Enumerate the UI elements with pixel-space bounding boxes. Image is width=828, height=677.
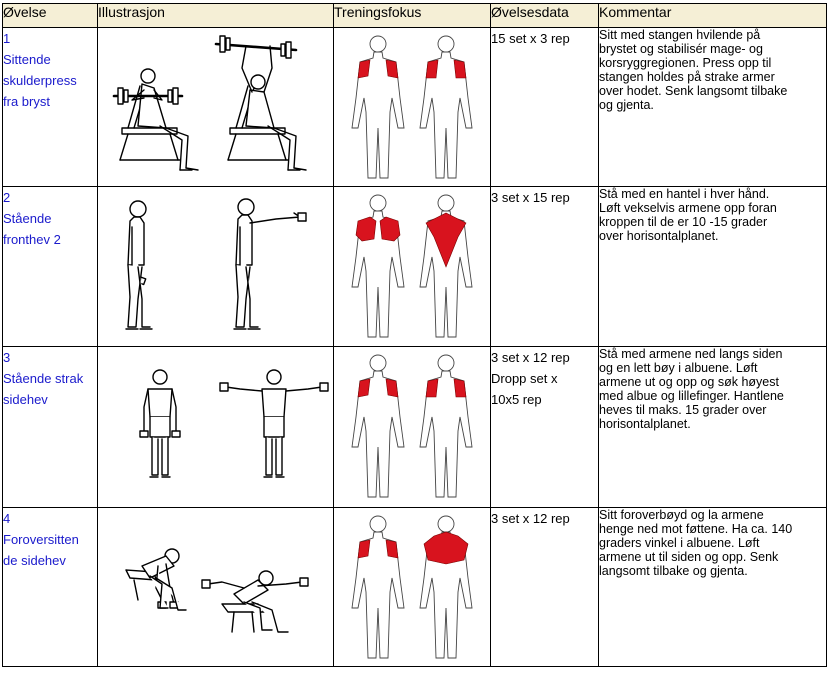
exercise-name-cell: 1 Sittende skulderpress fra bryst xyxy=(2,27,98,187)
comment-cell: Stå med armene ned langs siden og en let… xyxy=(598,346,827,508)
comment-line: korsryggregionen. Press opp til xyxy=(599,56,772,70)
muscle-diagram-front-back xyxy=(351,194,473,338)
exercise-number: 4 xyxy=(3,511,11,526)
comment-line: og en lett bøy i albuene. Løft xyxy=(599,361,758,375)
comment-line: horisontalplanet. xyxy=(599,417,691,431)
exercise-data-cell: 3 set x 15 rep xyxy=(490,186,599,347)
muscle-diagram-front-back xyxy=(351,354,473,498)
comment-line: henge ned mot føttene. Ha ca. 140 xyxy=(599,522,793,536)
exercise-data-line: 10x5 rep xyxy=(491,392,542,407)
exercise-name-cell: 3 Stående strak sidehev xyxy=(2,346,98,508)
header-illustration: Illustrasjon xyxy=(97,3,334,28)
exercise-name-line: sidehev xyxy=(3,392,48,407)
exercise-name-cell: 2 Stående fronthev 2 xyxy=(2,186,98,347)
muscle-focus-cell xyxy=(333,27,491,187)
exercise-data-cell: 15 set x 3 rep xyxy=(490,27,599,187)
illustration-cell xyxy=(97,27,334,187)
illustration-cell xyxy=(97,346,334,508)
table-row: 1 Sittende skulderpress fra bryst xyxy=(2,27,827,187)
comment-line: Stå med armene ned langs siden xyxy=(599,347,783,361)
comment-line: armene ut og opp og søk høyest xyxy=(599,375,779,389)
comment-line: Sitt med stangen hvilende på xyxy=(599,28,761,42)
standing-lateral-raise-illustration xyxy=(139,369,329,478)
header-focus: Treningsfokus xyxy=(333,3,491,28)
comment-line: Sitt foroverbøyd og la armene xyxy=(599,508,764,522)
exercise-number: 3 xyxy=(3,350,11,365)
header-row: Øvelse Illustrasjon Treningsfokus Øvelse… xyxy=(2,3,827,28)
comment-line: graders vinkel i albuene. Løft xyxy=(599,536,760,550)
exercise-name-line: de sidehev xyxy=(3,553,66,568)
comment-line: heves til maks. 15 grader over xyxy=(599,403,767,417)
comment-line: over hodet. Senk langsomt tilbake xyxy=(599,84,788,98)
muscle-diagram-front-back xyxy=(351,515,473,659)
highlighted-muscles xyxy=(357,531,469,565)
exercise-name-line: skulderpress xyxy=(3,73,77,88)
header-data: Øvelsesdata xyxy=(490,3,599,28)
highlighted-muscles xyxy=(355,212,467,268)
comment-line: over horisontalplanet. xyxy=(599,229,719,243)
table-row: 4 Foroversitten de sidehev xyxy=(2,507,827,667)
exercise-name-line: Sittende xyxy=(3,52,51,67)
comment-cell: Sitt foroverbøyd og la armene henge ned … xyxy=(598,507,827,667)
exercise-data-line: Dropp set x xyxy=(491,371,558,386)
exercise-name-cell: 4 Foroversitten de sidehev xyxy=(2,507,98,667)
header-comment: Kommentar xyxy=(598,3,827,28)
exercise-table: Øvelse Illustrasjon Treningsfokus Øvelse… xyxy=(2,3,827,667)
exercise-data-cell: 3 set x 12 rep xyxy=(490,507,599,667)
comment-line: kroppen til de er 10 -15 grader xyxy=(599,215,768,229)
muscle-focus-cell xyxy=(333,186,491,347)
comment-line: brystet og stabilisér mage- og xyxy=(599,42,763,56)
comment-cell: Sitt med stangen hvilende på brystet og … xyxy=(598,27,827,187)
illustration-cell xyxy=(97,186,334,347)
comment-line: med albue og lillefinger. Hantlene xyxy=(599,389,784,403)
exercise-data-cell: 3 set x 12 rep Dropp set x 10x5 rep xyxy=(490,346,599,508)
exercise-number: 2 xyxy=(3,190,11,205)
muscle-diagram-front-back xyxy=(351,35,473,179)
muscle-focus-cell xyxy=(333,507,491,667)
exercise-data-line: 3 set x 12 rep xyxy=(491,350,570,365)
comment-line: langsomt tilbake og gjenta. xyxy=(599,564,748,578)
comment-line: Stå med en hantel i hver hånd. xyxy=(599,187,770,201)
exercise-name-line: Foroversitten xyxy=(3,532,79,547)
muscle-focus-cell xyxy=(333,346,491,508)
comment-line: Løft vekselvis armene opp foran xyxy=(599,201,777,215)
exercise-name-line: fronthev 2 xyxy=(3,232,61,247)
table-row: 3 Stående strak sidehev xyxy=(2,346,827,508)
exercise-number: 1 xyxy=(3,31,11,46)
illustration-cell xyxy=(97,507,334,667)
highlighted-muscles xyxy=(357,378,467,398)
exercise-name-line: fra bryst xyxy=(3,94,50,109)
exercise-name-line: Stående xyxy=(3,211,52,226)
comment-line: og gjenta. xyxy=(599,98,654,112)
seated-bent-over-lateral-raise-illustration xyxy=(125,548,309,633)
comment-cell: Stå med en hantel i hver hånd. Løft veks… xyxy=(598,186,827,347)
header-exercise: Øvelse xyxy=(2,3,98,28)
table-row: 2 Stående fronthev 2 xyxy=(2,186,827,347)
exercise-data-line: 15 set x 3 rep xyxy=(491,31,570,46)
comment-line: armene ut til siden og opp. Senk xyxy=(599,550,779,564)
exercise-data-line: 3 set x 15 rep xyxy=(491,190,570,205)
exercise-name-line: Stående strak xyxy=(3,371,84,386)
standing-front-raise-illustration xyxy=(125,198,307,330)
exercise-data-line: 3 set x 12 rep xyxy=(491,511,570,526)
highlighted-muscles xyxy=(357,59,467,79)
comment-line: stangen holdes på strake armer xyxy=(599,70,775,84)
seated-shoulder-press-illustration xyxy=(112,35,307,171)
